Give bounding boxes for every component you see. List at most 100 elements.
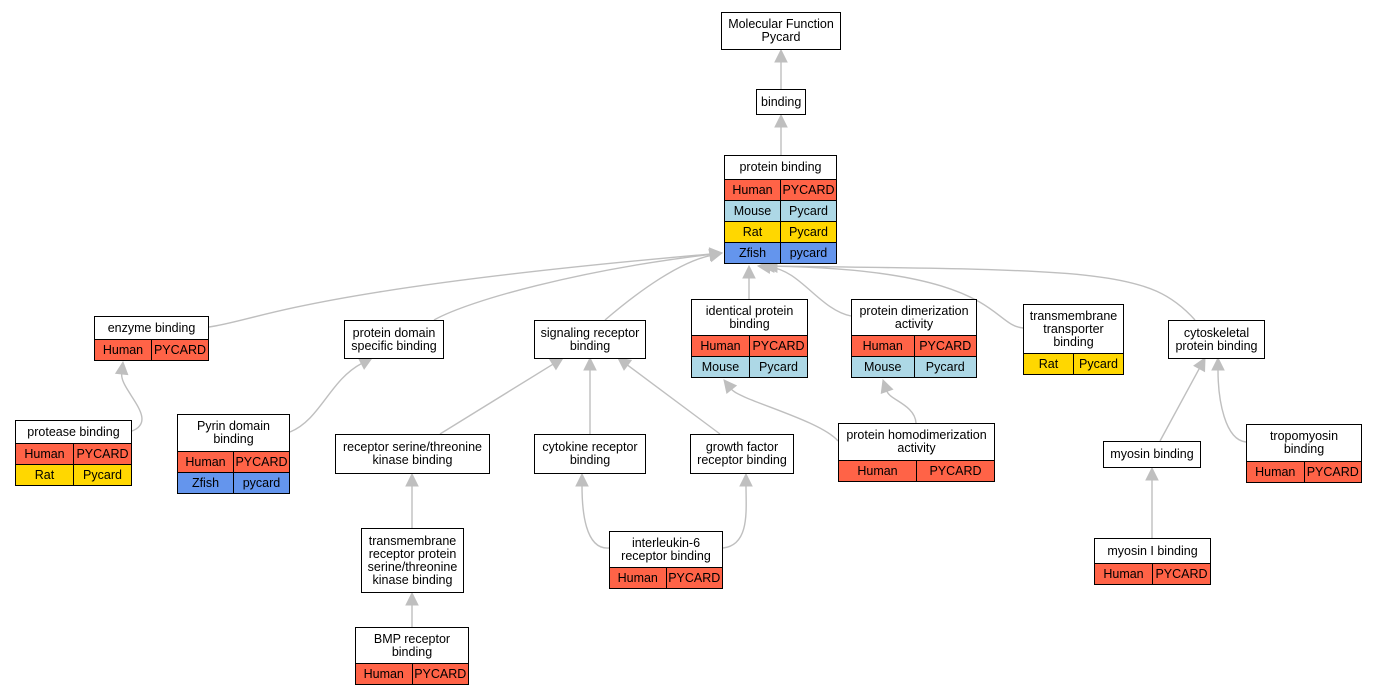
- arrowhead-icon: [774, 48, 788, 63]
- node-title-line: protein domain: [352, 325, 436, 340]
- edge-protein-homodimerization-activity-to-protein-dimerization-activity: [886, 390, 917, 424]
- arrowhead-icon: [575, 472, 589, 487]
- node-binding[interactable]: binding: [756, 89, 806, 115]
- node-title-line: Pycard: [761, 30, 801, 44]
- node-title: protease binding: [16, 421, 131, 443]
- species-cell: Human: [95, 340, 151, 360]
- node-title-line: Molecular Function: [728, 17, 834, 31]
- species-cell: Human: [852, 336, 914, 356]
- node-title-line: binding: [213, 432, 254, 446]
- arrowhead-icon: [548, 357, 564, 371]
- node-title-line: activity: [897, 441, 936, 455]
- gene-cell: PYCARD: [233, 452, 289, 472]
- arrowhead-icon: [1193, 357, 1206, 373]
- edge-protein-domain-specific-binding-to-protein-binding: [433, 253, 711, 321]
- species-cell: Rat: [1024, 354, 1073, 374]
- gene-cell: pycard: [233, 473, 289, 493]
- gene-cell: PYCARD: [916, 461, 994, 481]
- edge-protein-dimerization-activity-to-protein-binding: [769, 266, 852, 317]
- node-title: enzyme binding: [95, 317, 208, 339]
- node-title-line: binding: [729, 316, 770, 331]
- edge-interleukin-6-receptor-binding-to-cytokine-receptor-binding: [581, 485, 610, 549]
- node-title: myosin I binding: [1095, 539, 1210, 563]
- gene-cell: Pycard: [780, 201, 836, 221]
- species-cell: Zfish: [725, 243, 780, 263]
- species-cell: Human: [1247, 462, 1304, 482]
- node-title-line: binding: [1283, 442, 1325, 456]
- gene-cell: PYCARD: [1152, 564, 1210, 584]
- node-title-line: growth factor: [705, 440, 779, 454]
- node-title-line: myosin I binding: [1107, 543, 1198, 558]
- edge-enzyme-binding-to-protein-binding: [208, 253, 711, 328]
- gene-cell: pycard: [780, 243, 836, 263]
- arrowhead-icon: [774, 113, 788, 128]
- species-cell: Mouse: [725, 201, 780, 221]
- node-title-line: transmembrane: [368, 533, 457, 548]
- arrowhead-icon: [405, 591, 419, 606]
- node-title-line: cytoskeletal: [1183, 325, 1250, 340]
- species-cell: Human: [839, 461, 916, 481]
- edge-transmembrane-transporter-binding-to-protein-binding: [773, 265, 1024, 329]
- node-title: protein binding: [725, 156, 836, 179]
- gene-cell: Pycard: [913, 357, 976, 377]
- species-cell: Human: [692, 336, 749, 356]
- node-title-line: kinase binding: [372, 572, 453, 587]
- species-cell: Human: [610, 568, 666, 588]
- arrowhead-icon: [583, 356, 597, 371]
- node-title-line: enzyme binding: [107, 320, 196, 335]
- edge-protein-homodimerization-activity-to-identical-protein-binding: [730, 388, 839, 442]
- arrowhead-icon: [739, 472, 753, 487]
- gene-cell: PYCARD: [665, 568, 722, 588]
- species-cell: Human: [356, 664, 412, 684]
- node-title-line: transmembrane: [1029, 308, 1118, 323]
- arrowhead-icon: [617, 357, 633, 371]
- edge-growth-factor-receptor-binding-to-signaling-receptor-binding: [627, 364, 721, 435]
- node-title-line: protein homodimerization: [846, 428, 987, 442]
- node-myosin-binding[interactable]: myosin binding: [1103, 441, 1201, 468]
- arrowhead-icon: [405, 472, 419, 487]
- edge-protease-binding-to-enzyme-binding: [121, 373, 143, 432]
- edge-tropomyosin-binding-to-cytoskeletal-protein-binding: [1217, 369, 1247, 443]
- node-title-line: interleukin-6: [631, 535, 701, 550]
- node-title-line: specific binding: [351, 338, 437, 353]
- arrowhead-icon: [708, 248, 724, 263]
- gene-cell: Pycard: [1073, 354, 1123, 374]
- node-title-line: binding: [569, 453, 611, 467]
